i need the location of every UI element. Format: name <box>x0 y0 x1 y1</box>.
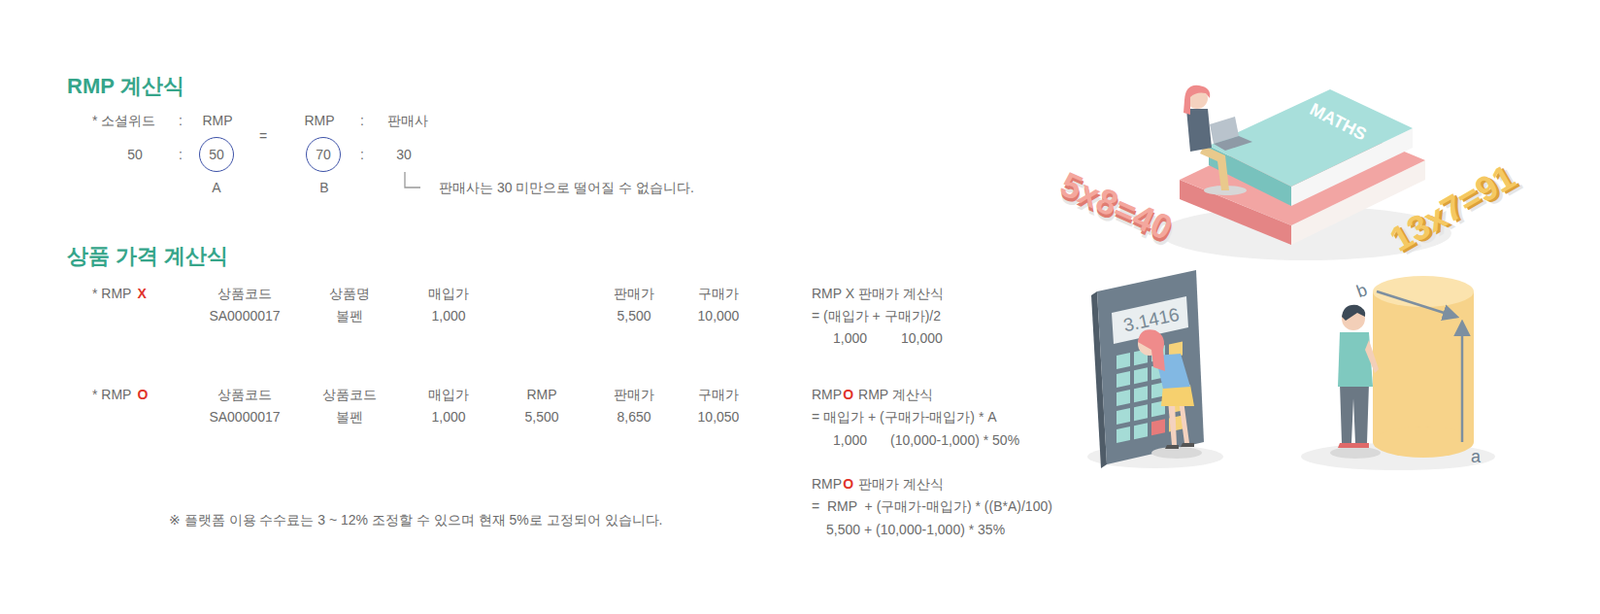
column-header: RMP <box>526 386 557 403</box>
formula-text: = (매입가 + 구매가)/2 <box>811 307 941 325</box>
footnote: ※ 플랫폼 이용 수수료는 3 ~ 12% 조정할 수 있으며 현재 5%로 고… <box>168 511 663 529</box>
column-header: 매입가 <box>428 386 469 403</box>
formula-text: : <box>360 146 365 164</box>
rmp-flag: X <box>136 285 146 302</box>
formula-text: 1,000 <box>833 432 867 449</box>
column-header: 상품명 <box>329 285 370 302</box>
formula-text: B <box>319 179 329 197</box>
column-header: 상품코드 <box>217 285 272 302</box>
formula-text: = 매입가 + (구매가-매입가) * A <box>811 408 998 426</box>
formula-text: : <box>178 112 183 130</box>
calculator-illustration <box>1087 269 1224 468</box>
column-header: 상품코드 <box>322 386 377 403</box>
formula-text: 5,500 <box>616 307 651 325</box>
formula-text: SA0000017 <box>208 408 280 426</box>
column-header: 매입가 <box>428 285 469 302</box>
section-heading: 상품 가격 계산식 <box>66 243 229 269</box>
formula-text: RMP <box>811 386 842 403</box>
formula-text: RMP <box>201 112 233 130</box>
formula-text: : <box>360 112 365 130</box>
circled-number: 70 <box>315 146 332 164</box>
formula-text: RMP 계산식 <box>858 386 934 403</box>
decor-equation: 5x8=40 <box>1054 163 1179 250</box>
formula-text: * RMP <box>92 386 132 403</box>
formula-text: * RMP <box>92 285 132 302</box>
formula-text: 판매사 <box>387 112 429 130</box>
formula-text: 판매가 계산식 <box>858 475 944 493</box>
inline-text-row: * RMPX <box>92 285 147 302</box>
formula-text: 50 <box>127 146 143 164</box>
inline-text-row: * RMPO <box>92 386 148 403</box>
rmp-flag: O <box>136 386 148 403</box>
formula-text: RMP X 판매가 계산식 <box>811 285 944 302</box>
formula-text: 30 <box>396 146 412 164</box>
formula-text: 10,000 <box>900 330 943 347</box>
formula-text: 5,500 <box>524 408 559 426</box>
rmp-flag: O <box>842 386 854 403</box>
formula-text: (10,000-1,000) * 50% <box>890 432 1020 449</box>
inline-text-row: RMPORMP 계산식 <box>811 386 934 403</box>
column-header: 판매가 <box>613 386 655 403</box>
rmp-flag: O <box>842 475 854 493</box>
formula-text: 5,500 + (10,000-1,000) * 35% <box>826 521 1005 538</box>
circled-value: 50 <box>199 136 234 172</box>
column-header: 판매가 <box>613 285 655 302</box>
formula-text: = RMP + (구매가-매입가) * ((B*A)/100) <box>811 498 1053 515</box>
section-heading: RMP 계산식 <box>66 73 185 100</box>
formula-text: SA0000017 <box>208 307 280 325</box>
formula-text: 10,050 <box>698 408 740 426</box>
formula-text: * 소셜위드 <box>92 112 156 130</box>
column-header: 구매가 <box>698 386 739 403</box>
column-header: 상품코드 <box>217 386 272 403</box>
formula-text: 10,000 <box>698 307 740 325</box>
formula-text: = <box>259 128 267 145</box>
formula-text: RMP <box>811 475 842 493</box>
formula-text: 1,000 <box>833 330 867 347</box>
formula-text: 1,000 <box>431 408 466 426</box>
dimension-letter: a <box>1470 446 1481 468</box>
formula-text: 1,000 <box>431 307 466 325</box>
circled-value: 70 <box>305 136 341 172</box>
formula-text: 볼펜 <box>335 408 364 426</box>
column-header: 구매가 <box>698 285 739 302</box>
formula-text: 판매사는 30 미만으로 떨어질 수 없습니다. <box>438 179 695 197</box>
formula-text: : <box>178 146 183 164</box>
dimension-letter: b <box>1354 279 1371 303</box>
formula-text: A <box>211 179 221 197</box>
circled-number: 50 <box>208 146 225 164</box>
formula-text: 8,650 <box>616 408 651 426</box>
inline-text-row: RMPO판매가 계산식 <box>811 475 944 493</box>
formula-text: 볼펜 <box>335 307 364 325</box>
bracket <box>404 171 421 188</box>
cylinder-illustration <box>1300 275 1496 470</box>
formula-text: RMP <box>303 112 334 130</box>
